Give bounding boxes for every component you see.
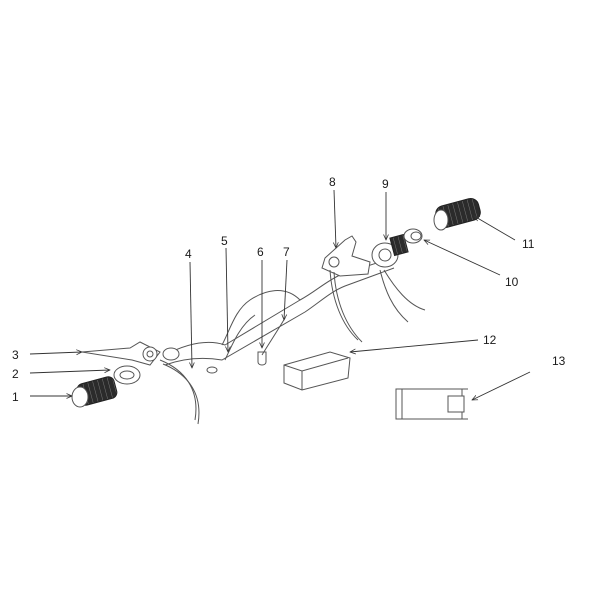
right-grip <box>433 197 481 231</box>
callout-13: 13 <box>552 354 566 368</box>
handlebar <box>162 257 395 374</box>
callout-7: 7 <box>283 245 290 259</box>
left-grip <box>71 376 118 408</box>
connector-cable <box>261 317 286 356</box>
throttle <box>371 233 426 323</box>
end-cap <box>395 388 468 420</box>
callout-12: 12 <box>483 333 497 347</box>
callout-4: 4 <box>185 247 192 261</box>
callout-6: 6 <box>257 245 264 259</box>
callout-11: 11 <box>522 237 535 251</box>
right-brake-lever <box>321 235 371 343</box>
bar-end-plug <box>257 351 267 366</box>
callout-10: 10 <box>505 275 519 289</box>
callout-2: 2 <box>12 367 19 381</box>
controller-box <box>283 351 351 391</box>
callout-1: 1 <box>12 390 19 404</box>
throttle-collar <box>403 228 423 244</box>
ring-washer <box>113 365 141 385</box>
leader-lines <box>29 189 531 401</box>
left-brake-lever <box>81 341 161 366</box>
callout-9: 9 <box>382 177 389 191</box>
callout-5: 5 <box>221 234 228 248</box>
brake-cable-left <box>159 359 200 425</box>
callout-8: 8 <box>329 175 336 189</box>
callout-labels: 1 2 3 4 5 6 7 8 9 10 11 12 13 <box>12 175 566 404</box>
callout-3: 3 <box>12 348 19 362</box>
